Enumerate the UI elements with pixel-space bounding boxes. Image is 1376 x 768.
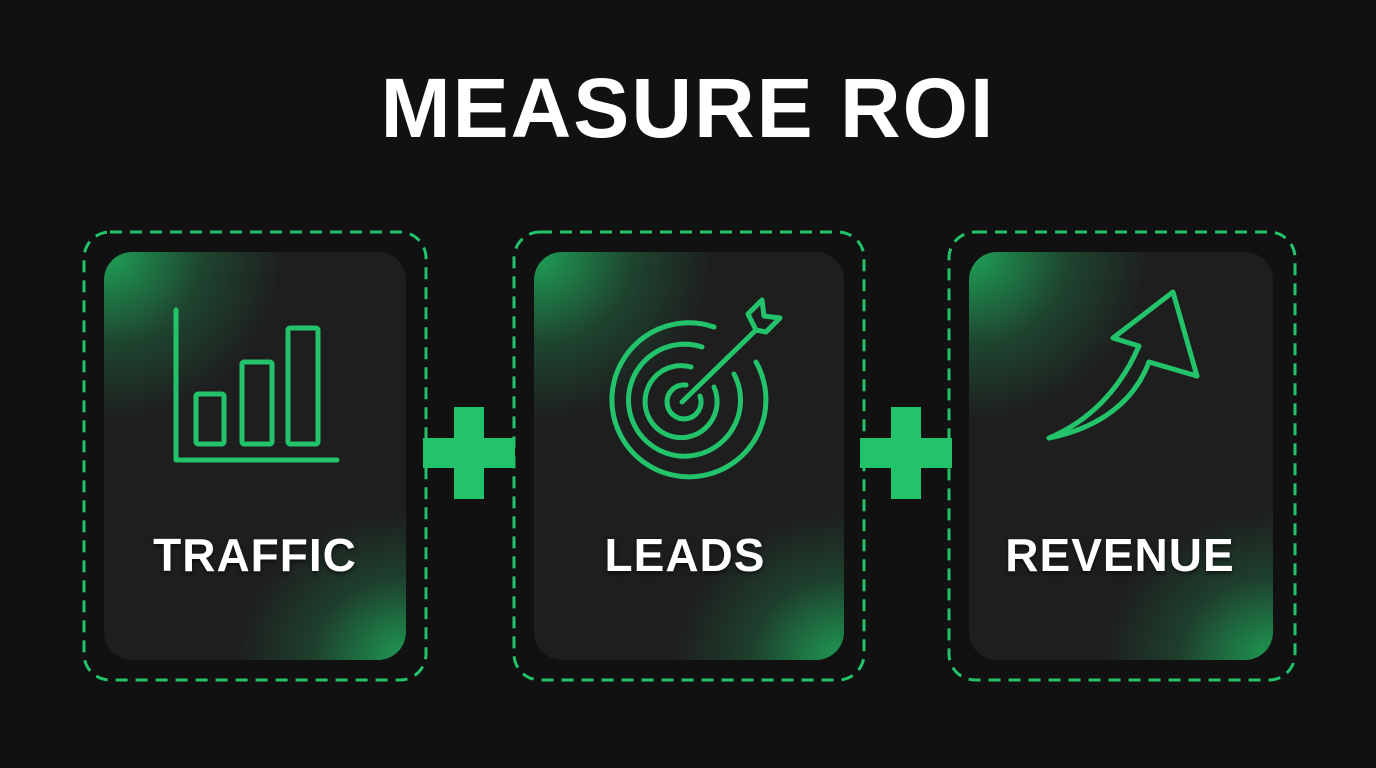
leads-frame: LEADS (512, 230, 866, 682)
plus-icon (423, 407, 515, 499)
plus-icon (860, 407, 952, 499)
trend-up-arrow-icon (1046, 289, 1200, 441)
leads-card: LEADS (534, 252, 844, 660)
target-arrow-icon (609, 297, 783, 480)
leads-label: LEADS (604, 529, 766, 581)
traffic-frame: TRAFFIC (82, 230, 428, 682)
traffic-label: TRAFFIC (153, 529, 357, 581)
traffic-card: TRAFFIC (104, 252, 406, 660)
dashed-border (947, 230, 1297, 682)
dashed-border (512, 230, 866, 682)
revenue-card: REVENUE (969, 252, 1273, 660)
revenue-frame: REVENUE (947, 230, 1297, 682)
page-title: MEASURE ROI (380, 61, 996, 155)
revenue-label: REVENUE (1005, 529, 1235, 581)
bar-chart-icon (173, 307, 340, 463)
